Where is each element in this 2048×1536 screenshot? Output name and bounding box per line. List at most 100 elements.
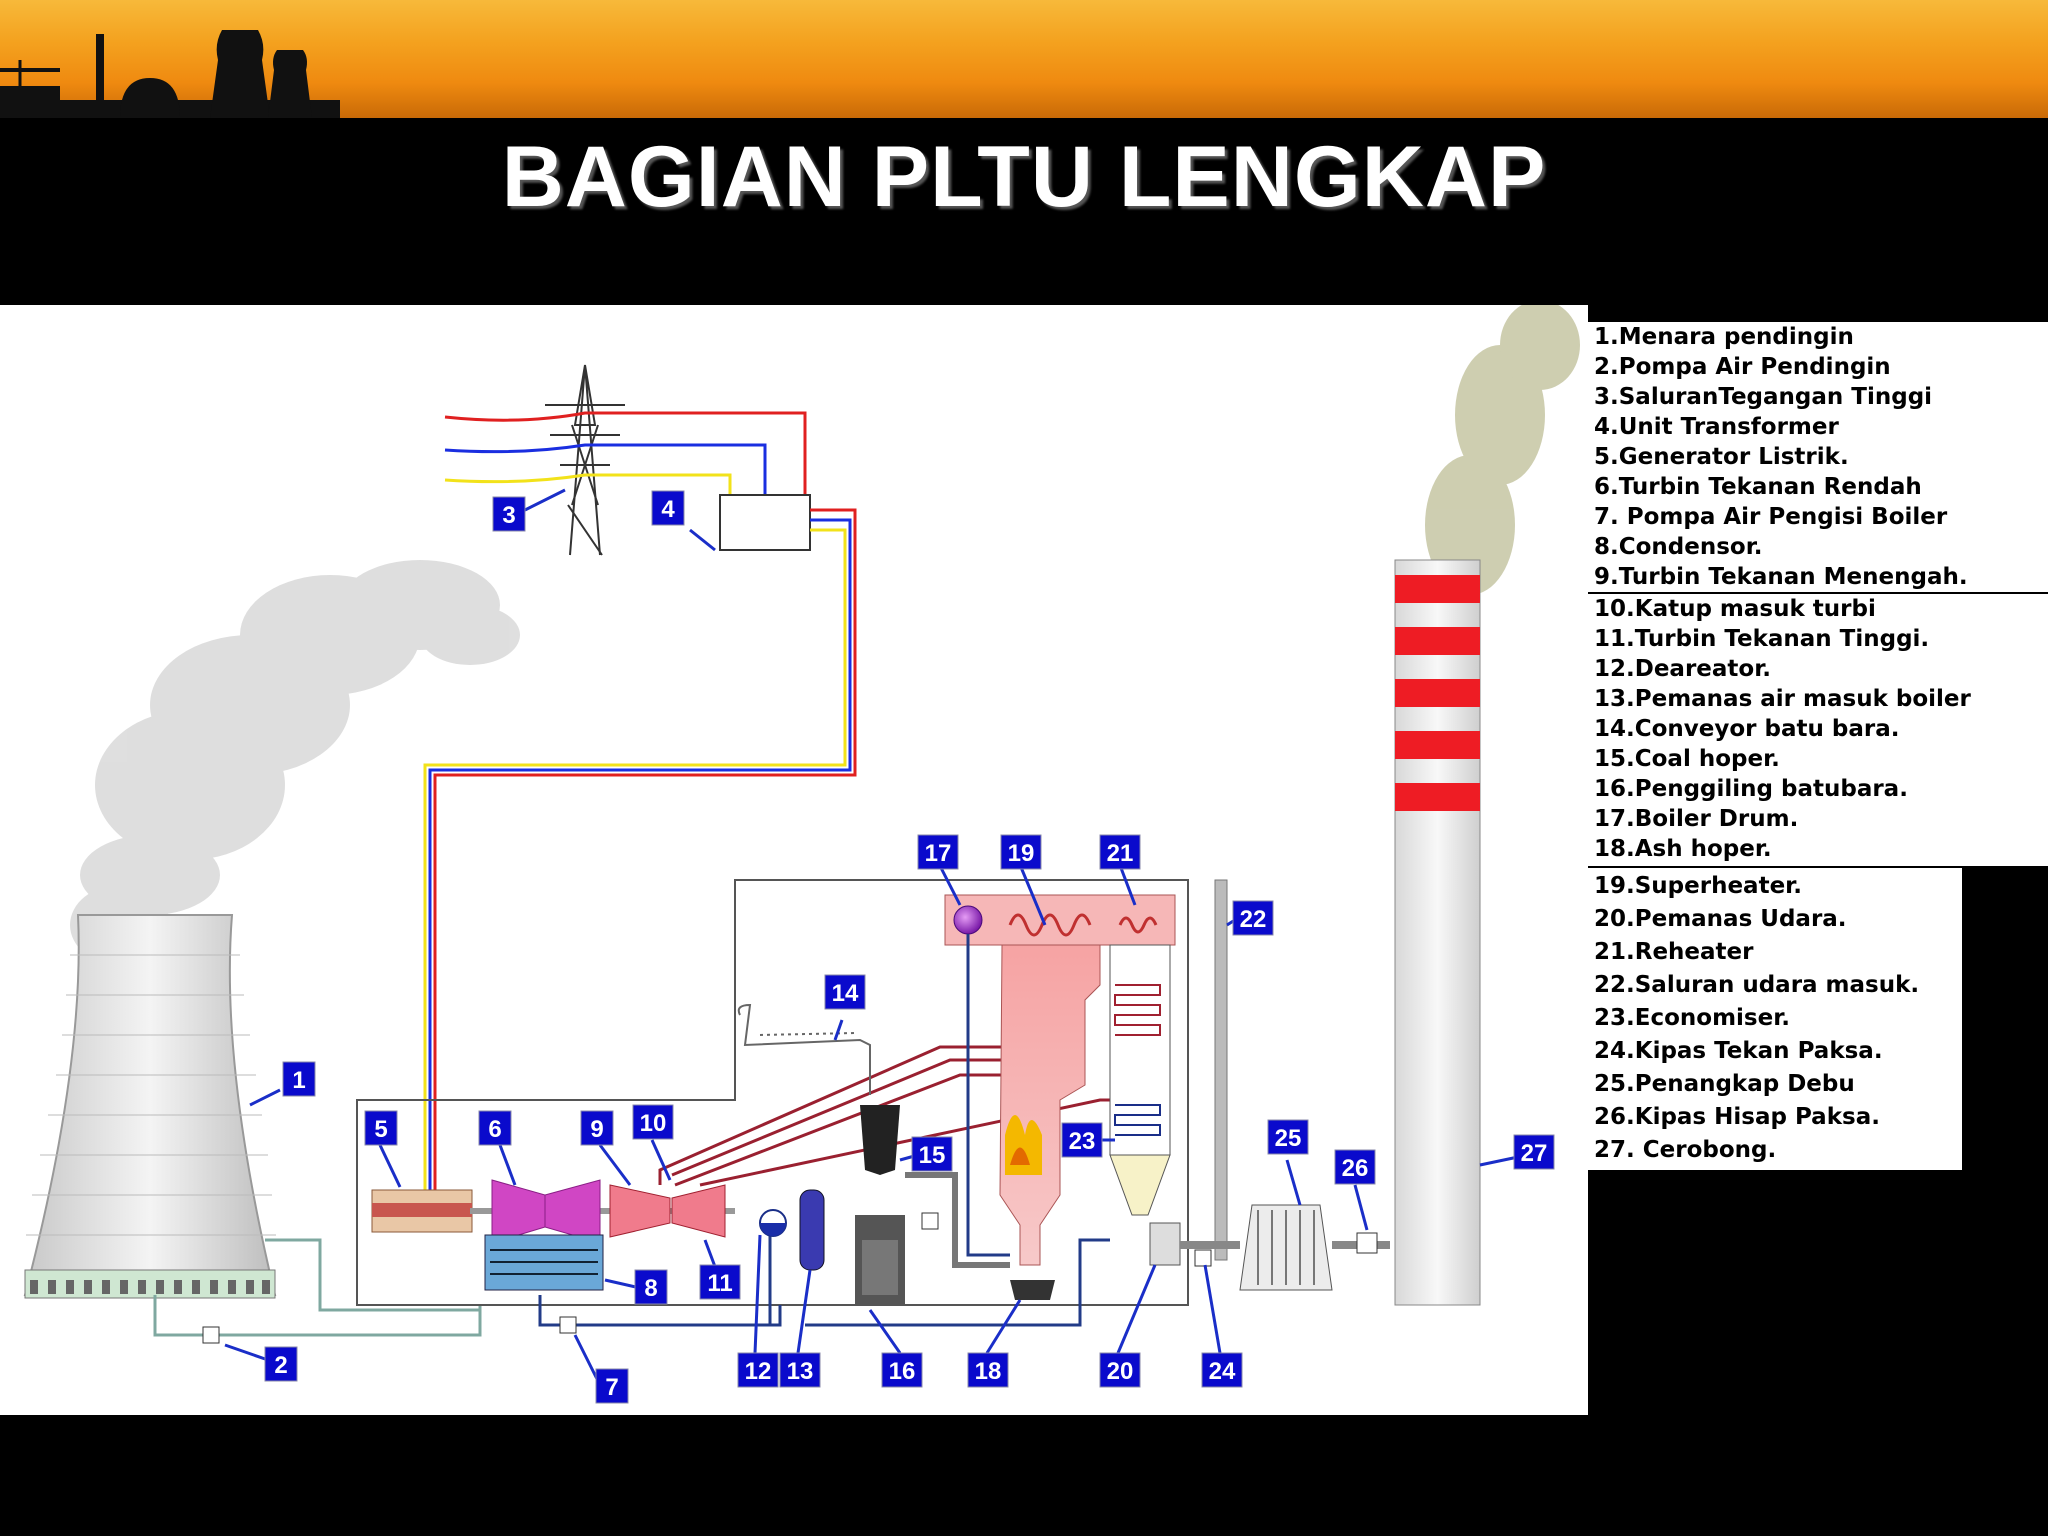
legend-item: 12.Deareator.: [1594, 656, 1772, 682]
legend-item: 9.Turbin Tekanan Menengah.: [1594, 564, 1968, 590]
legend-item: 17.Boiler Drum.: [1594, 806, 1799, 832]
high-pressure-turbine: [671, 1184, 726, 1238]
svg-text:8: 8: [644, 1275, 657, 1302]
component-badges: 1 2 3 4 5 6 7 8 9 10 11 12 13 14 15 16 1…: [264, 490, 1555, 1404]
badge-3: 3: [492, 496, 526, 532]
pltu-schematic: 1 2 3 4 5 6 7 8 9 10 11 12 13 14 15 16 1…: [23, 305, 1580, 1404]
svg-text:12: 12: [745, 1358, 772, 1385]
legend-item: 26.Kipas Hisap Paksa.: [1594, 1104, 1880, 1130]
dust-collector: [1239, 1204, 1333, 1291]
legend-item: 11.Turbin Tekanan Tinggi.: [1594, 626, 1930, 652]
svg-text:21: 21: [1107, 840, 1134, 867]
coal-pulverizer: [855, 1215, 905, 1305]
svg-text:22: 22: [1240, 906, 1267, 933]
badge-15: 15: [911, 1136, 953, 1172]
chimney-smoke: [1425, 305, 1580, 595]
plant-building-outline: [356, 879, 1189, 1306]
svg-text:6: 6: [488, 1116, 501, 1143]
generator-cables: [423, 508, 857, 1215]
legend-item: 16.Penggiling batubara.: [1594, 776, 1908, 802]
legend-block-3: 19.Superheater. 20.Pemanas Udara. 21.Reh…: [1588, 868, 1962, 1170]
legend-item: 19.Superheater.: [1594, 873, 1802, 899]
slide-title: BAGIAN PLTU LENGKAP: [501, 129, 1547, 225]
legend-item: 20.Pemanas Udara.: [1594, 906, 1847, 932]
svg-text:13: 13: [787, 1358, 814, 1385]
badge-26: 26: [1334, 1149, 1376, 1185]
svg-text:1: 1: [292, 1067, 305, 1094]
legend-item: 7. Pompa Air Pengisi Boiler: [1594, 504, 1948, 530]
feedwater-pipes: [538, 1220, 1110, 1327]
high-voltage-lines: [444, 411, 807, 495]
badge-6: 6: [478, 1110, 512, 1146]
badge-10: 10: [632, 1104, 674, 1140]
generator: [371, 1189, 473, 1233]
superheater-coil: [1008, 913, 1092, 937]
coal-conveyor: [737, 1003, 871, 1095]
legend-item: 15.Coal hoper.: [1594, 746, 1780, 772]
badge-1: 1: [282, 1061, 316, 1097]
badge-9: 9: [580, 1110, 614, 1146]
top-banner: [0, 0, 2048, 118]
badge-22: 22: [1232, 900, 1274, 936]
legend-block-2: 10.Katup masuk turbi 11.Turbin Tekanan T…: [1588, 592, 2048, 866]
svg-text:23: 23: [1069, 1128, 1096, 1155]
condensor: [484, 1234, 604, 1291]
legend-item: 18.Ash hoper.: [1594, 836, 1772, 862]
ash-hopper: [1010, 1280, 1055, 1300]
legend-item: 4.Unit Transformer: [1594, 414, 1839, 440]
svg-text:26: 26: [1342, 1155, 1369, 1182]
svg-text:24: 24: [1209, 1358, 1236, 1385]
cooling-water-pump: [202, 1326, 220, 1344]
badge-11: 11: [699, 1264, 741, 1300]
svg-text:17: 17: [925, 840, 952, 867]
legend-item: 8.Condensor.: [1594, 534, 1763, 560]
badge-7: 7: [595, 1368, 629, 1404]
legend-item: 10.Katup masuk turbi: [1594, 596, 1876, 622]
steam-pipes: [658, 1045, 1110, 1187]
coal-duct: [905, 1172, 1010, 1268]
cooling-water-pipe: [153, 1238, 482, 1337]
svg-text:5: 5: [374, 1116, 387, 1143]
svg-text:15: 15: [919, 1142, 946, 1169]
legend-item: 5.Generator Listrik.: [1594, 444, 1849, 470]
boiler-drum: [953, 905, 983, 935]
svg-text:2: 2: [274, 1352, 287, 1379]
boiler-furnace: [944, 894, 1176, 1266]
svg-text:11: 11: [707, 1270, 732, 1297]
intermediate-pressure-turbine: [609, 1184, 671, 1238]
reheater-coil: [1118, 916, 1158, 934]
badge-5: 5: [364, 1110, 398, 1146]
low-pressure-turbine: [491, 1179, 601, 1244]
svg-text:7: 7: [605, 1374, 618, 1401]
badge-23: 23: [1061, 1122, 1103, 1158]
legend-item: 25.Penangkap Debu: [1594, 1071, 1855, 1097]
chimney: [1394, 559, 1481, 1306]
unit-transformer: [719, 494, 811, 551]
boiler-feed-pump: [559, 1316, 577, 1334]
forced-draft-fan: [1194, 1249, 1212, 1267]
economiser-backpass: [1109, 944, 1171, 1216]
transmission-tower: [545, 364, 625, 556]
legend-item: 21.Reheater: [1594, 939, 1754, 965]
coal-feeder: [921, 1212, 939, 1230]
legend-item: 2.Pompa Air Pendingin: [1594, 354, 1891, 380]
badge-8: 8: [634, 1269, 668, 1305]
legend-item: 14.Conveyor batu bara.: [1594, 716, 1900, 742]
air-preheater: [1149, 1222, 1181, 1266]
svg-text:18: 18: [975, 1358, 1002, 1385]
legend-item: 6.Turbin Tekanan Rendah: [1594, 474, 1922, 500]
svg-text:10: 10: [640, 1110, 667, 1137]
svg-text:19: 19: [1008, 840, 1035, 867]
svg-text:20: 20: [1107, 1358, 1134, 1385]
badge-16: 16: [881, 1352, 923, 1388]
badge-12: 12: [737, 1352, 779, 1388]
title-band: [0, 118, 2048, 308]
badge-4: 4: [651, 490, 685, 526]
svg-text:3: 3: [502, 502, 515, 529]
power-plant-silhouette-icon: [0, 30, 340, 118]
badge-21: 21: [1099, 834, 1141, 870]
legend-item: 3.SaluranTegangan Tinggi: [1594, 384, 1933, 410]
legend-item: 23.Economiser.: [1594, 1005, 1791, 1031]
feedwater-heater: [799, 1189, 825, 1271]
legend-item: 13.Pemanas air masuk boiler: [1594, 686, 1971, 712]
